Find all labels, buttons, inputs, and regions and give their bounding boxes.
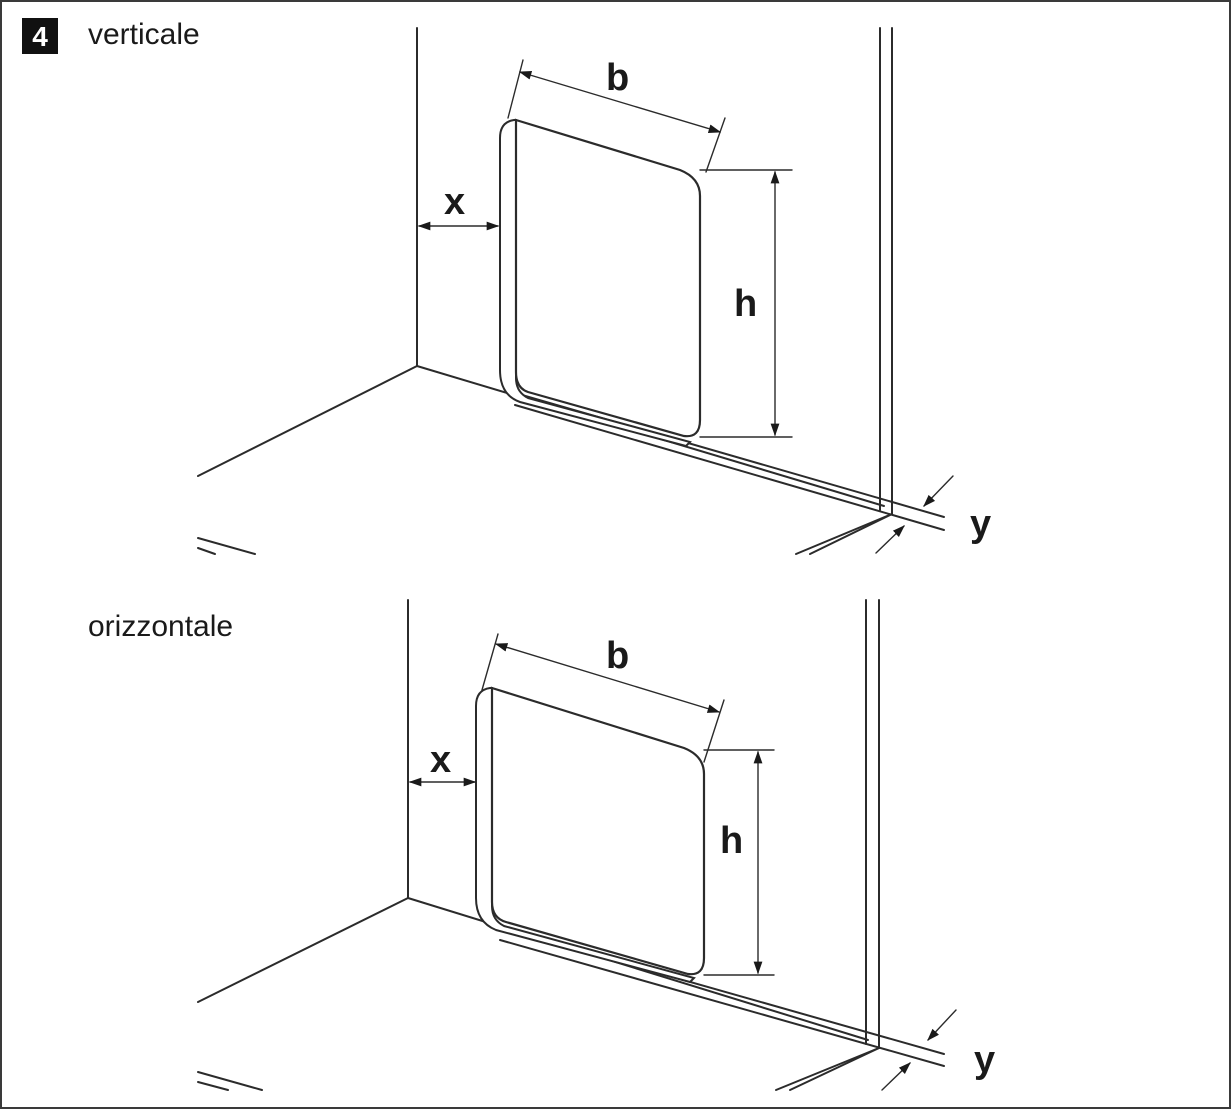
dimension-b-vertical: b — [507, 57, 726, 173]
room-geometry-vertical — [197, 27, 945, 555]
dimension-label-b: b — [606, 635, 629, 677]
dimension-y-vertical: y — [875, 475, 991, 554]
view-caption-vertical: verticale — [88, 18, 200, 51]
figure-number-badge: 4 — [22, 18, 58, 54]
dimension-label-y: y — [970, 503, 991, 545]
view-caption-horizontal: orizzontale — [88, 610, 233, 643]
dimension-label-b: b — [606, 57, 629, 99]
dimension-label-h: h — [734, 283, 757, 325]
dimension-label-h: h — [720, 820, 743, 862]
panel-radiator-horizontal — [475, 686, 706, 984]
dimension-h-horizontal: h — [703, 749, 775, 976]
dimension-h-vertical: h — [699, 169, 793, 438]
dimension-x-horizontal: x — [408, 739, 477, 787]
dimension-label-x: x — [430, 739, 451, 781]
panel-radiator-vertical — [499, 118, 702, 448]
figure-number: 4 — [32, 21, 48, 52]
dimension-label-x: x — [444, 181, 465, 223]
dimension-x-vertical: x — [417, 181, 500, 231]
dimension-label-y: y — [974, 1039, 995, 1081]
dimension-b-horizontal: b — [481, 633, 725, 763]
view-vertical: verticale b — [88, 18, 991, 555]
dimension-y-horizontal: y — [881, 1009, 995, 1091]
view-horizontal: orizzontale — [88, 599, 995, 1091]
